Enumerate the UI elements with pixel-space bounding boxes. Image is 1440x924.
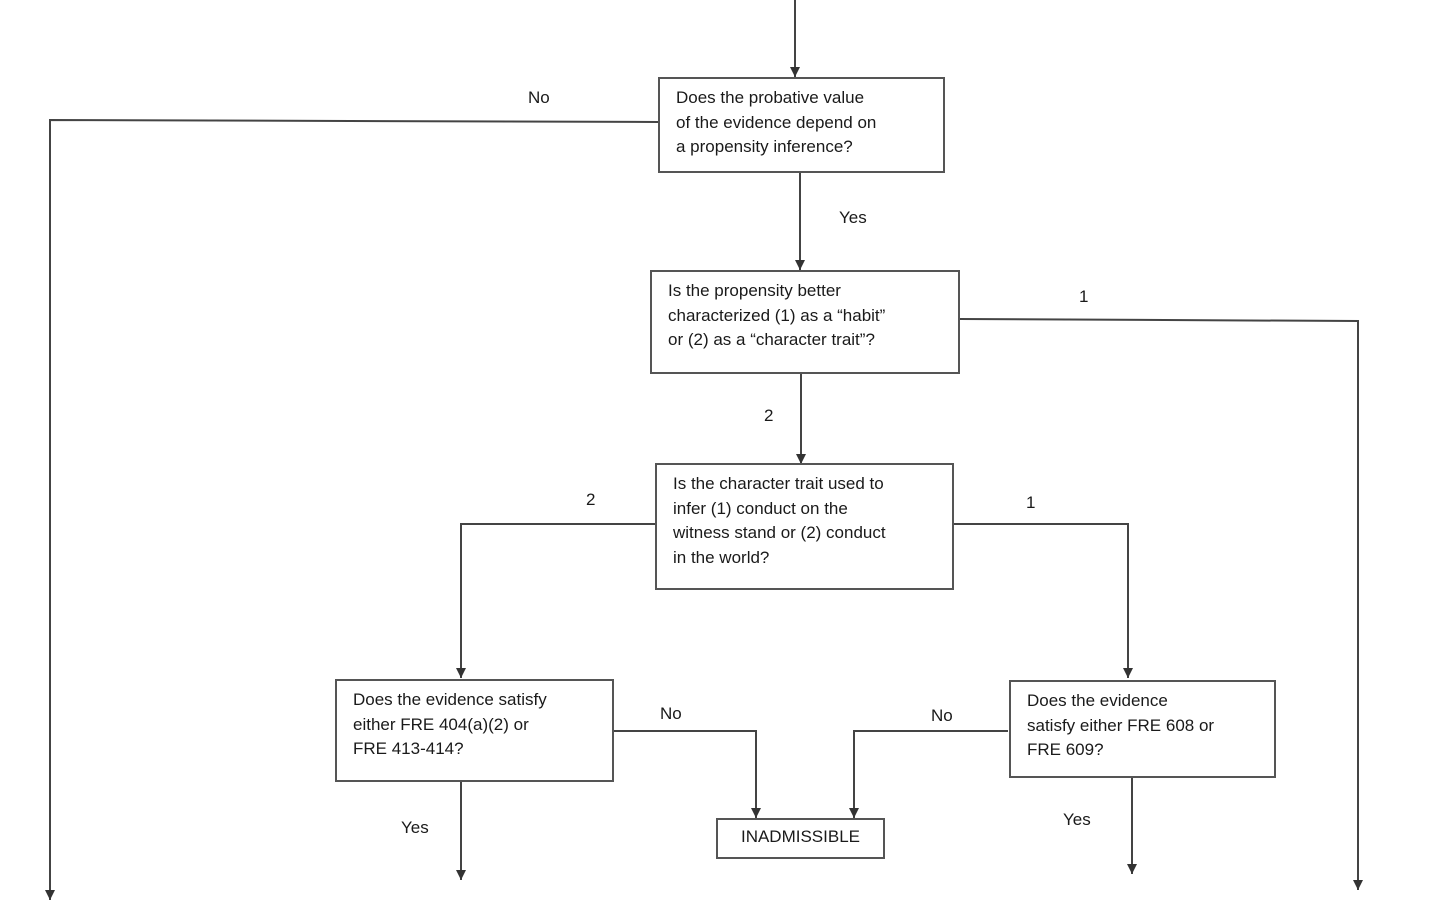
node-line: Does the evidence (1027, 691, 1168, 710)
edge-label-fre608-no: No (931, 706, 953, 725)
node-line: a propensity inference? (676, 137, 853, 156)
node-line: Is the character trait used to (673, 474, 884, 493)
connector-world-2 (456, 523, 655, 678)
node-line: either FRE 404(a)(2) or (353, 714, 529, 734)
edge-label-propensity-yes: Yes (839, 208, 867, 227)
edge-label-fre404-yes: Yes (401, 818, 429, 837)
node-inadmissible: INADMISSIBLE (716, 818, 885, 859)
edge-label-fre404-no: No (660, 704, 682, 723)
node-line: satisfy either FRE 608 or (1027, 715, 1215, 735)
edge-label-propensity-no: No (528, 88, 550, 107)
node-line: infer (1) conduct on the (673, 498, 848, 518)
node-line: FRE 413-414? (353, 739, 464, 758)
node-line: FRE 609? (1027, 740, 1104, 759)
node-line: Does the evidence satisfy (353, 690, 547, 709)
node-habit-or-trait: Is the propensity better characterized (… (650, 270, 960, 374)
node-conduct-type: Is the character trait used to infer (1)… (655, 463, 954, 590)
connector-propensity-no (45, 118, 659, 900)
edge-label-fre608-yes: Yes (1063, 810, 1091, 829)
node-line: Is the propensity better (668, 281, 841, 300)
node-line: Does the probative value (676, 88, 865, 107)
connector-fre404-no (613, 730, 761, 818)
connector-stand-1 (953, 523, 1133, 678)
node-line: of the evidence depend on (676, 112, 877, 132)
edge-label-stand-1: 1 (1026, 493, 1036, 512)
node-line: in the world? (673, 547, 770, 567)
node-line: or (2) as a “character trait”? (668, 330, 875, 349)
node-fre-608: Does the evidence satisfy either FRE 608… (1009, 680, 1276, 778)
edge-label-world-2: 2 (586, 490, 596, 509)
node-fre-404: Does the evidence satisfy either FRE 404… (335, 679, 614, 782)
edge-label-trait-2: 2 (764, 406, 774, 425)
node-line: characterized (1) as a “habit” (668, 305, 886, 325)
node-line: witness stand or (2) conduct (673, 523, 886, 542)
node-propensity-inference: Does the probative value of the evidence… (658, 77, 945, 173)
edge-label-habit-1: 1 (1079, 287, 1089, 306)
connector-fre608-no (849, 730, 1008, 818)
connector-habit-1 (959, 318, 1363, 890)
